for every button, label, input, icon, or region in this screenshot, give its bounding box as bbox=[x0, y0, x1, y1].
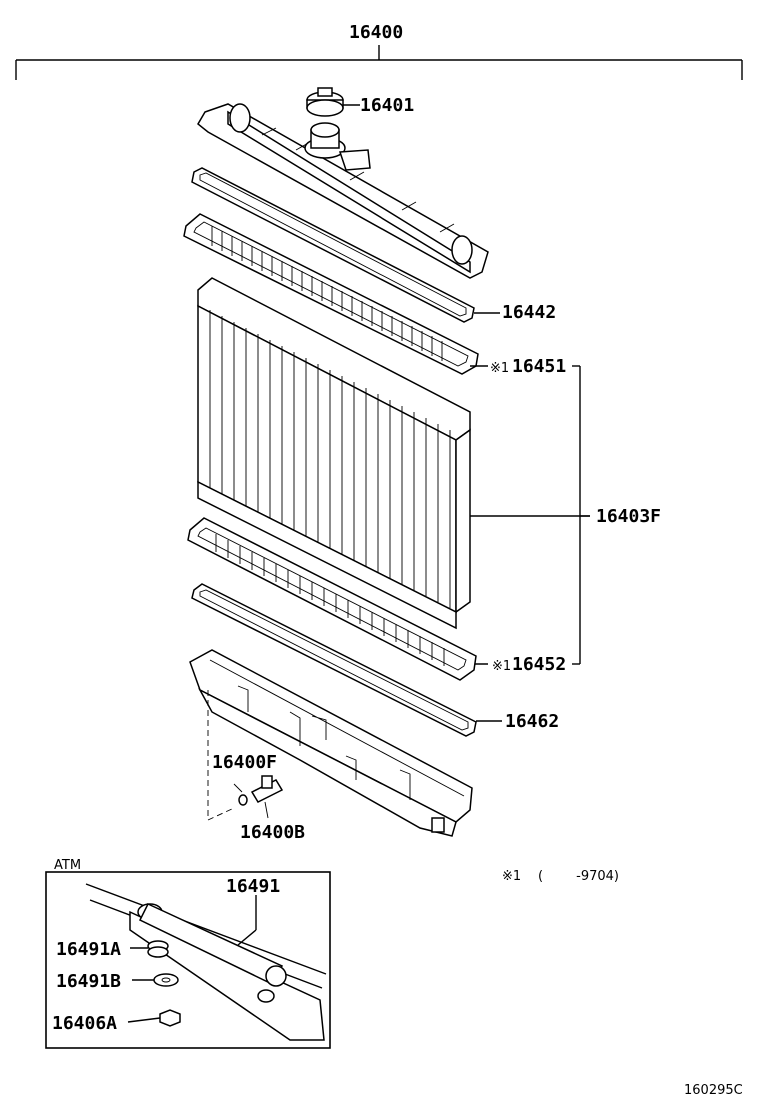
callout-16491B: 16491B bbox=[56, 971, 121, 992]
footnote-text: ( -9704) bbox=[538, 869, 619, 884]
callout-16451: 16451 bbox=[512, 356, 566, 377]
figure-code: 160295C bbox=[684, 1083, 743, 1098]
callout-16491A: 16491A bbox=[56, 939, 121, 960]
upper-packing bbox=[183, 213, 479, 375]
radiator-cap bbox=[306, 87, 360, 117]
assembly-bracket bbox=[15, 45, 743, 80]
callout-16442: 16442 bbox=[502, 302, 556, 323]
packing-bracket bbox=[470, 365, 590, 665]
note-mark-16452: ※1 bbox=[492, 659, 511, 674]
callout-16462: 16462 bbox=[505, 711, 559, 732]
callout-16452: 16452 bbox=[512, 654, 566, 675]
callout-16491: 16491 bbox=[226, 876, 280, 897]
lower-gasket bbox=[191, 583, 502, 737]
callout-16400F: 16400F bbox=[212, 752, 277, 773]
callout-16406A: 16406A bbox=[52, 1013, 117, 1034]
upper-gasket bbox=[191, 167, 500, 323]
callout-16401: 16401 bbox=[360, 95, 414, 116]
atm-title: ATM bbox=[54, 858, 81, 873]
note-mark-16451: ※1 bbox=[490, 361, 509, 376]
radiator-core bbox=[197, 277, 590, 630]
callout-16403F: 16403F bbox=[596, 506, 661, 527]
callout-16400B: 16400B bbox=[240, 822, 305, 843]
callout-16400: 16400 bbox=[349, 22, 403, 43]
upper-tank bbox=[197, 103, 489, 279]
atm-inset bbox=[45, 871, 331, 1049]
drain-parts bbox=[207, 690, 284, 821]
lower-packing bbox=[187, 517, 477, 681]
footnote-mark: ※1 bbox=[502, 869, 521, 884]
lower-tank bbox=[189, 649, 473, 837]
